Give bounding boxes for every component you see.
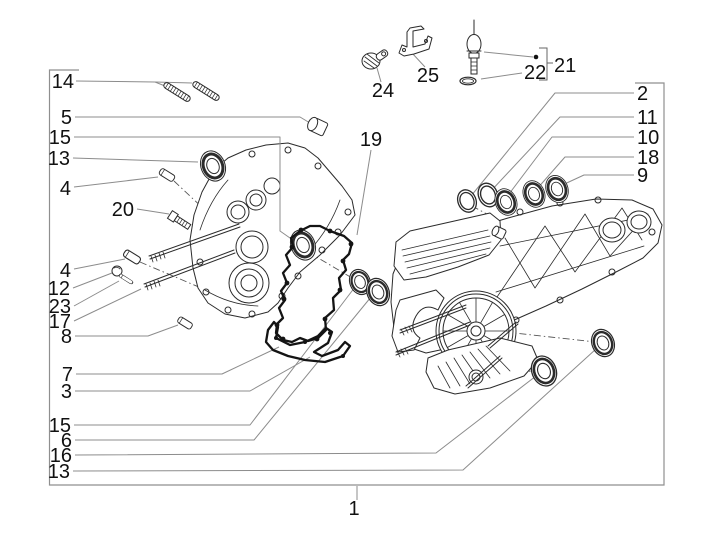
leader-line-16 <box>74 375 537 456</box>
leader-line-22 <box>480 72 523 80</box>
cap-12 <box>111 265 123 277</box>
leader-line-19 <box>356 149 372 236</box>
callout-4: 4 <box>60 178 71 200</box>
oil-baffle-bracket <box>264 320 352 364</box>
leader-line-13 <box>72 348 597 472</box>
leader-line-3 <box>75 356 311 392</box>
group-21-bracket <box>533 47 553 81</box>
group-21-dot <box>533 54 539 60</box>
callout-11: 11 <box>637 107 658 129</box>
bracket-25 <box>398 25 433 57</box>
leader-line-8 <box>75 324 179 337</box>
callout-4: 4 <box>60 260 71 282</box>
left-crankcase-half <box>189 142 356 319</box>
clamp-24 <box>361 49 389 70</box>
through-studs-17 <box>143 223 241 291</box>
callout-15: 15 <box>49 127 71 149</box>
leader-line-4 <box>73 258 126 270</box>
leader-lines <box>72 51 634 500</box>
callout-25: 25 <box>417 65 439 87</box>
callout-20: 20 <box>112 199 134 221</box>
leader-line-10 <box>505 136 634 199</box>
pin-8 <box>176 315 194 331</box>
callout-5: 5 <box>61 107 72 129</box>
leader-line-12 <box>72 272 113 289</box>
callout-12: 12 <box>48 278 70 300</box>
leader-line-2 <box>470 92 634 197</box>
leader-line-21 <box>483 51 534 58</box>
callout-8: 8 <box>61 326 72 348</box>
right-crankcase-half <box>390 196 663 395</box>
leader-line-15 <box>74 136 291 239</box>
frame-border <box>48 69 665 486</box>
callout-10: 10 <box>637 127 659 149</box>
leader-line-14 <box>154 81 193 84</box>
leader-line-9 <box>557 174 634 188</box>
pin-23 <box>118 273 134 285</box>
leader-line-11 <box>489 116 634 193</box>
dowel-pin-4b <box>121 248 143 266</box>
callout-21: 21 <box>554 55 576 77</box>
callout-3: 3 <box>61 381 72 403</box>
callout-14: 14 <box>52 71 74 93</box>
screw-22 <box>466 19 482 75</box>
callout-6: 6 <box>61 430 72 452</box>
callout-7: 7 <box>62 364 73 386</box>
callout-23: 23 <box>49 296 71 318</box>
stud-right-case <box>395 304 519 389</box>
callout-13: 13 <box>48 461 70 483</box>
callout-13: 13 <box>48 148 70 170</box>
oring-2 <box>453 186 481 216</box>
leader-line-24 <box>376 67 382 83</box>
leader-line-7 <box>76 346 280 375</box>
callout-2: 2 <box>637 83 648 105</box>
dowel-pin-4a <box>157 167 177 183</box>
stud-pair-14 <box>162 80 221 103</box>
oil-plug-5 <box>307 116 329 137</box>
leader-line-20 <box>136 208 170 215</box>
callout-16: 16 <box>50 445 72 467</box>
callout-15: 15 <box>49 415 71 437</box>
bolt-20 <box>166 209 192 231</box>
leader-line-5 <box>75 116 311 124</box>
bearing-9 <box>540 170 574 208</box>
spacer-bushing <box>491 225 507 240</box>
leader-line-14 <box>75 80 166 87</box>
callout-1: 1 <box>348 498 359 520</box>
bearing-18 <box>517 176 551 212</box>
leader-line-6 <box>75 296 372 441</box>
seal-13 <box>586 324 620 362</box>
callout-22: 22 <box>524 62 546 84</box>
callout-24: 24 <box>372 80 394 102</box>
leader-line-18 <box>535 156 634 191</box>
callout-17: 17 <box>49 311 71 333</box>
callout-9: 9 <box>637 165 648 187</box>
leader-line-4 <box>73 176 159 188</box>
leader-line-13 <box>72 157 199 163</box>
leader-line-23 <box>73 280 120 307</box>
callout-19: 19 <box>360 129 382 151</box>
callout-18: 18 <box>637 147 659 169</box>
center-gasket <box>274 224 354 344</box>
oring-22 <box>459 76 477 86</box>
leader-line-17 <box>73 288 142 322</box>
leader-line-25 <box>411 52 426 68</box>
